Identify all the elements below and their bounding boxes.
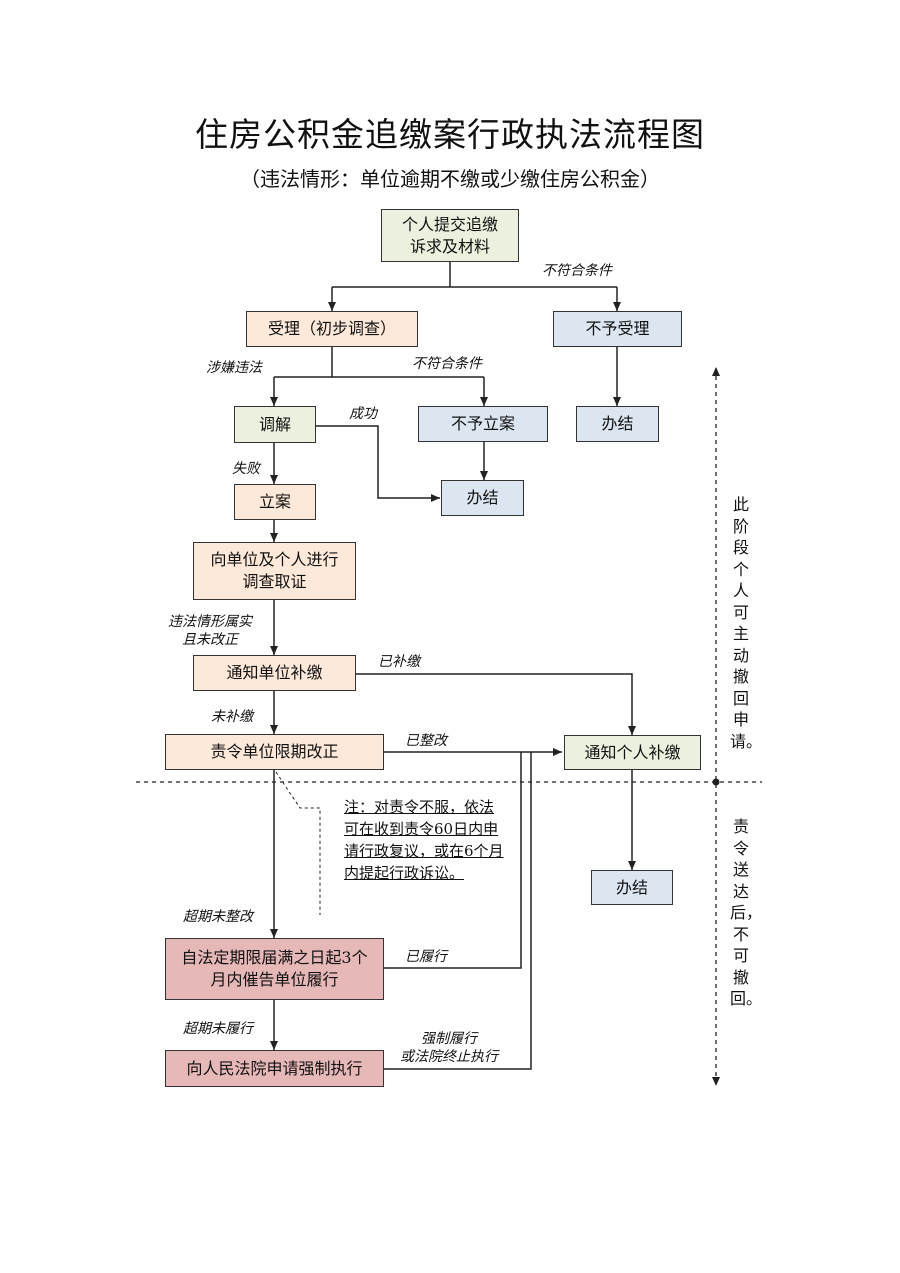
label-corrected: 已整改 bbox=[405, 733, 447, 749]
label-success: 成功 bbox=[349, 406, 377, 422]
node-close-2: 办结 bbox=[441, 480, 524, 516]
side-text-not-withdrawable: 责令送达后，不可撤回。 bbox=[730, 817, 763, 1008]
side-text-withdrawable: 此阶段个人可主动撤回申请。 bbox=[730, 495, 763, 751]
appeal-note: 注：对责令不服，依法可在收到责令60日内申请行政复议，或在6个月内提起行政诉讼。 bbox=[344, 796, 504, 884]
node-urge: 自法定期限届满之日起3个 月内催告单位履行 bbox=[165, 938, 384, 1000]
node-reject-accept: 不予受理 bbox=[553, 311, 682, 347]
node-investigate: 向单位及个人进行 调查取证 bbox=[193, 542, 356, 600]
label-enforced: 强制履行 或法院终止执行 bbox=[400, 1031, 498, 1065]
label-suspected: 涉嫌违法 bbox=[206, 360, 262, 376]
page-subtitle: （违法情形：单位逾期不缴或少缴住房公积金） bbox=[240, 167, 660, 191]
node-court: 向人民法院申请强制执行 bbox=[165, 1050, 384, 1087]
node-close-3: 办结 bbox=[591, 870, 673, 905]
label-fail: 失败 bbox=[232, 461, 260, 477]
node-close-1: 办结 bbox=[576, 406, 659, 442]
node-notify-person: 通知个人补缴 bbox=[564, 735, 701, 770]
appeal-note-text: 注：对责令不服，依法可在收到责令60日内申请行政复议，或在6个月内提起行政诉讼。 bbox=[344, 798, 504, 882]
label-not-paid: 未补缴 bbox=[211, 709, 253, 725]
label-not-meet-1: 不符合条件 bbox=[542, 263, 612, 279]
node-order-correct: 责令单位限期改正 bbox=[165, 734, 384, 770]
label-not-meet-2: 不符合条件 bbox=[412, 356, 482, 372]
node-no-case: 不予立案 bbox=[418, 406, 548, 442]
label-overdue-uncorrected: 超期未整改 bbox=[183, 909, 253, 925]
label-confirmed: 违法情形属实 且未改正 bbox=[168, 614, 252, 648]
page-title: 住房公积金追缴案行政执法流程图 bbox=[195, 115, 705, 154]
label-overdue-unfulfilled: 超期未履行 bbox=[183, 1021, 253, 1037]
label-fulfilled: 已履行 bbox=[405, 949, 447, 965]
node-file-case: 立案 bbox=[234, 484, 316, 520]
node-accept: 受理（初步调查） bbox=[246, 311, 418, 347]
node-mediate: 调解 bbox=[234, 406, 316, 443]
node-submit: 个人提交追缴 诉求及材料 bbox=[381, 209, 519, 262]
node-notify-unit: 通知单位补缴 bbox=[193, 655, 356, 691]
label-paid: 已补缴 bbox=[378, 654, 420, 670]
